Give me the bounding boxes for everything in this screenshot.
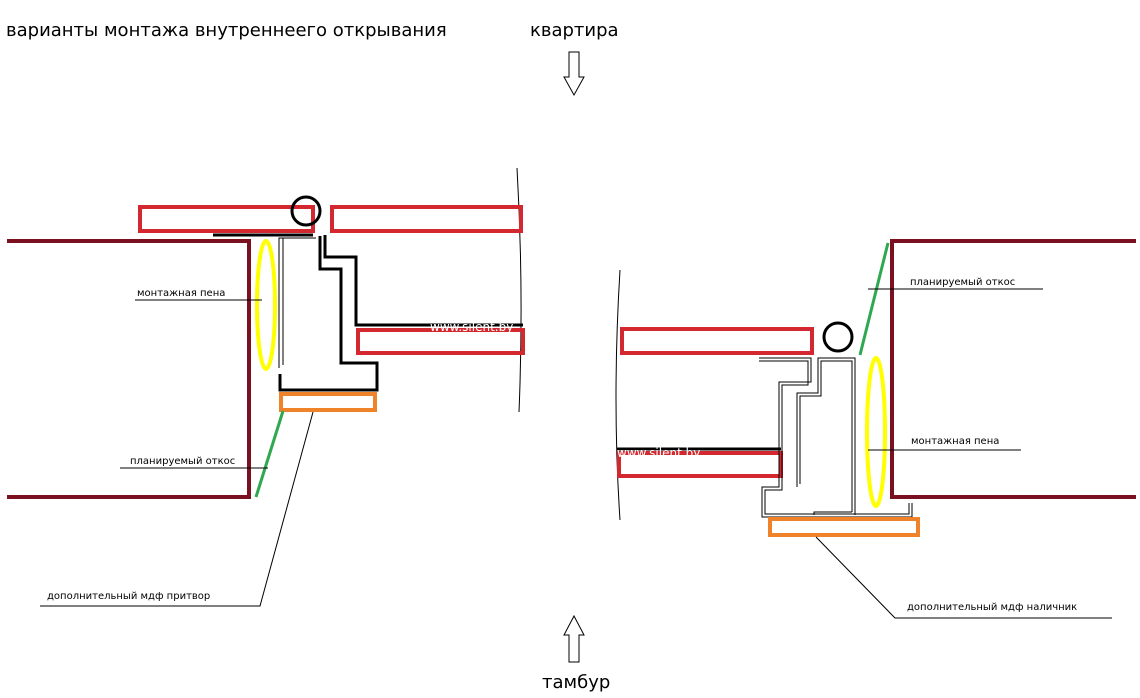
- right-mdf-label: дополнительный мдф наличник: [907, 602, 1077, 613]
- right-mdf-leader: [815, 536, 1112, 619]
- left-mdf-label: дополнительный мдф притвор: [47, 591, 210, 602]
- right-mdf-strip: [768, 517, 920, 537]
- right-slope-label: планируемый откос: [910, 277, 1015, 288]
- left-mdf-leader: [40, 411, 314, 607]
- left-door-leaf-edge: [323, 235, 523, 327]
- left-foam-label: монтажная пена: [137, 288, 225, 299]
- arrow-down-icon: [563, 51, 585, 97]
- left-seal-icon: [290, 195, 322, 227]
- arrow-up-icon: [563, 614, 585, 663]
- right-wall: [890, 239, 1136, 499]
- right-foam-label: монтажная пена: [911, 436, 999, 447]
- right-slope: [858, 242, 890, 356]
- watermark-right: www.silent.by: [617, 446, 700, 460]
- top-label-apartment: квартира: [530, 20, 619, 41]
- bottom-label-vestibule: тамбур: [542, 672, 610, 693]
- watermark-left: www.silent.by: [430, 320, 513, 334]
- left-variant: www.silent.by монтажная пена планируемый…: [7, 195, 525, 607]
- left-frame-inner: [278, 237, 316, 368]
- right-seal-icon: [822, 321, 854, 353]
- right-frame-outer-inner: [759, 360, 910, 515]
- right-break-line: [615, 269, 621, 521]
- left-wall: [7, 239, 251, 499]
- right-door-leaf-bottom: [617, 451, 783, 478]
- left-frame-profile: [278, 236, 379, 392]
- left-slope-label: планируемый откос: [130, 456, 235, 467]
- right-door-leaf-top: [620, 327, 814, 355]
- right-variant: www.silent.by планируемый откос монтажна…: [617, 239, 1136, 619]
- left-mdf-strip: [279, 392, 377, 412]
- right-frame-profile: [796, 357, 856, 515]
- left-slope: [254, 410, 285, 498]
- diagram-title: варианты монтажа внутреннеего открывания: [6, 20, 447, 41]
- right-foam: [865, 356, 887, 508]
- left-door-leaf-top: [138, 205, 315, 233]
- left-door-leaf-top-right: [330, 205, 523, 233]
- left-break-line: [516, 167, 522, 413]
- left-foam: [255, 239, 277, 371]
- left-door-leaf-bottom: [356, 328, 525, 355]
- right-frame-profile-inner: [799, 358, 856, 515]
